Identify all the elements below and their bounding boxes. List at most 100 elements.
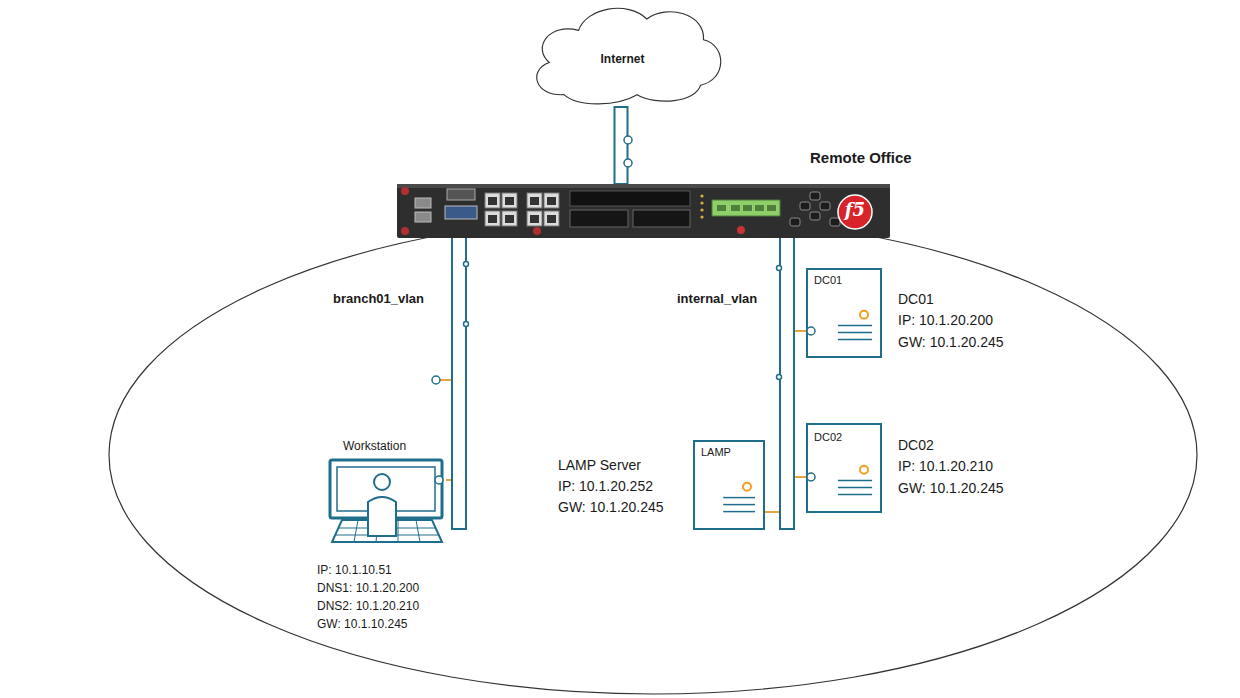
network-port <box>544 211 559 226</box>
serial-port <box>445 206 477 219</box>
appliance-chassis-shape <box>397 184 890 238</box>
nav-button <box>810 212 820 220</box>
server-name: LAMP <box>701 446 731 459</box>
site-boundary-shape <box>108 215 1198 695</box>
sfp-cage <box>570 191 690 206</box>
nav-button <box>800 202 810 210</box>
link-line <box>446 479 451 481</box>
power-button <box>737 226 745 234</box>
stub-line <box>440 379 451 381</box>
bus-outline <box>780 231 794 529</box>
vlan-bus: internal_vlan <box>779 230 795 530</box>
drive-slot <box>723 511 755 513</box>
port-dot <box>464 322 469 327</box>
port-dot <box>807 473 815 481</box>
server-name: DC01 <box>814 274 842 287</box>
port-dot <box>432 376 440 384</box>
port-dot <box>807 327 815 335</box>
network-port-socket <box>505 197 514 205</box>
usb-port <box>415 198 431 208</box>
drive-slot <box>723 497 755 499</box>
gateway-address: GW: 10.1.20.245 <box>898 334 1004 351</box>
lcd-glyph <box>767 205 776 211</box>
link-line <box>795 330 806 332</box>
network-port <box>485 211 500 226</box>
screw <box>533 227 541 235</box>
screw <box>401 227 409 235</box>
workstation-node: WorkstationIP: 10.1.10.51DNS1: 10.1.20.2… <box>328 458 446 545</box>
uplink-bus <box>614 106 629 184</box>
network-port-socket <box>530 197 539 205</box>
vendor-logo: f5 <box>838 199 872 221</box>
network-port <box>502 193 517 208</box>
logo-badge <box>838 195 872 229</box>
network-port-socket <box>547 197 556 205</box>
server-node: LAMPLAMP ServerIP: 10.1.20.252GW: 10.1.2… <box>693 440 765 530</box>
server-outline <box>807 424 881 512</box>
nav-button <box>790 218 800 226</box>
vlan-bus-shape <box>451 228 467 530</box>
lcd-glyph <box>743 205 752 211</box>
lcd-glyph <box>755 205 764 211</box>
cloud-node: Internet <box>520 2 725 106</box>
lcd-glyph <box>717 205 726 211</box>
host-label: DC01 <box>898 291 934 308</box>
dns-address: DNS2: 10.1.20.210 <box>317 599 419 613</box>
bus-outline <box>452 229 466 529</box>
drive-slot <box>838 325 872 327</box>
dns-address: DNS1: 10.1.20.200 <box>317 581 419 595</box>
drive-slot <box>838 487 872 489</box>
status-light <box>743 483 751 491</box>
nav-button <box>830 218 840 226</box>
appliance-chassis: f5 <box>397 184 890 238</box>
workstation-node-shape <box>328 458 446 545</box>
drive-slot <box>838 339 872 341</box>
drive-slot <box>838 480 872 482</box>
vlan-bus: branch01_vlan <box>451 228 467 530</box>
sfp-cage <box>633 210 690 227</box>
port-dot <box>435 476 443 484</box>
site-label: Remote Office <box>810 149 912 167</box>
server-name: DC02 <box>814 431 842 444</box>
port-dot <box>624 136 632 144</box>
gateway-address: GW: 10.1.20.245 <box>558 499 664 516</box>
network-port <box>527 211 542 226</box>
network-port-socket <box>488 197 497 205</box>
host-label: LAMP Server <box>558 457 641 474</box>
network-port-socket <box>505 215 514 223</box>
status-light <box>860 466 868 474</box>
lcd-panel <box>712 200 780 216</box>
nav-button <box>810 192 820 200</box>
screw <box>401 187 409 195</box>
ip-address: IP: 10.1.10.51 <box>317 563 392 577</box>
ip-address: IP: 10.1.20.200 <box>898 312 993 329</box>
network-port <box>527 193 542 208</box>
site-outline <box>109 216 1197 694</box>
drive-slot <box>838 332 872 334</box>
chassis-body <box>397 184 890 238</box>
sfp-cage <box>570 210 628 227</box>
port-dot <box>777 375 782 380</box>
host-label: Workstation <box>343 439 406 453</box>
server-outline <box>807 269 881 357</box>
vlan-bus-shape <box>779 230 795 530</box>
port-dot <box>464 262 469 267</box>
ip-address: IP: 10.1.20.252 <box>558 478 653 495</box>
chassis-highlight <box>397 184 890 188</box>
drive-slot <box>723 504 755 506</box>
network-port <box>544 193 559 208</box>
uplink-bus-fill <box>616 108 627 183</box>
site-boundary: Remote Officebranch01_vlaninternal_vlanD… <box>108 215 1198 695</box>
network-port-socket <box>530 215 539 223</box>
link-line <box>765 511 779 513</box>
network-port <box>502 211 517 226</box>
network-port-socket <box>547 215 556 223</box>
usb-port <box>415 212 431 222</box>
server-node: DC01DC01IP: 10.1.20.200GW: 10.1.20.245 <box>806 268 882 358</box>
network-port <box>485 193 500 208</box>
server-node: DC02DC02IP: 10.1.20.210GW: 10.1.20.245 <box>806 423 882 513</box>
status-led <box>700 201 703 204</box>
